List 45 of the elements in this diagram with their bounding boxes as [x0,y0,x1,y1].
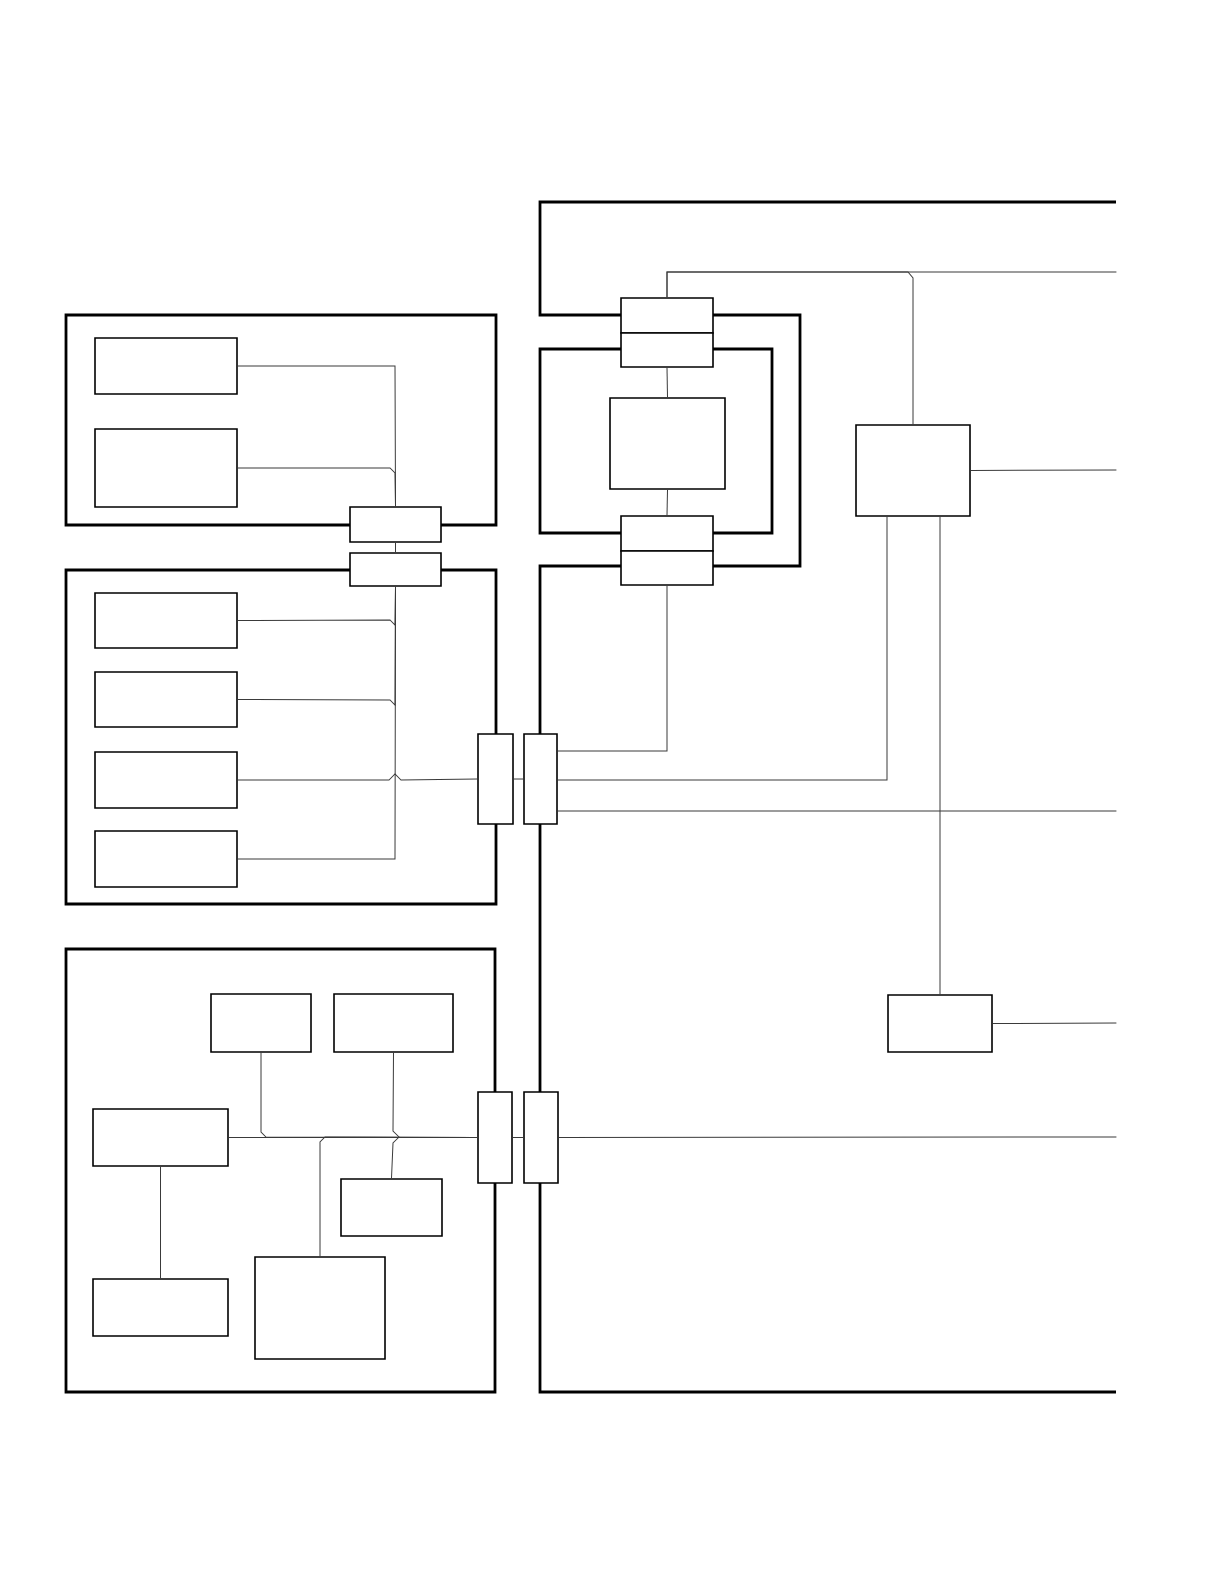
block-box [609,397,726,490]
block-box [94,751,238,809]
block-box [855,424,971,517]
connector-line [557,810,1117,812]
connector-line [558,1136,1117,1138]
connector-box [620,297,714,334]
connector-line [939,516,941,995]
block-box [94,337,238,395]
block-box [210,993,312,1053]
module-frame [64,313,498,527]
block-box [92,1108,229,1167]
block-box [340,1178,443,1237]
connector-box [477,733,514,825]
block-box [92,1278,229,1337]
connector-box [477,1091,513,1184]
block-box [254,1256,386,1360]
connector-line [513,778,524,780]
connector-box [349,552,442,587]
connector-box [620,550,714,586]
connector-line [391,1052,400,1179]
connector-line [992,1022,1117,1024]
connector-line [160,1166,161,1279]
connector-box [620,332,714,368]
connector-box [523,1091,559,1184]
block-box [94,830,238,888]
connector-line [319,1136,478,1257]
block-box [887,994,993,1053]
connector-line [557,516,888,781]
connector-line [970,469,1117,471]
connector-box [349,506,442,543]
connector-line [666,271,914,425]
connector-line [666,489,668,516]
block-box [94,428,238,508]
connector-line [666,367,668,398]
connector-line [557,585,668,752]
block-box [94,671,238,728]
connector-box [620,515,714,552]
module-frame [64,947,497,1394]
connector-line [512,1137,524,1138]
connector-line [237,773,478,781]
connector-line [237,467,396,507]
block-box [94,592,238,649]
connector-box [523,733,558,825]
block-box [333,993,454,1053]
connector-line [395,542,396,553]
